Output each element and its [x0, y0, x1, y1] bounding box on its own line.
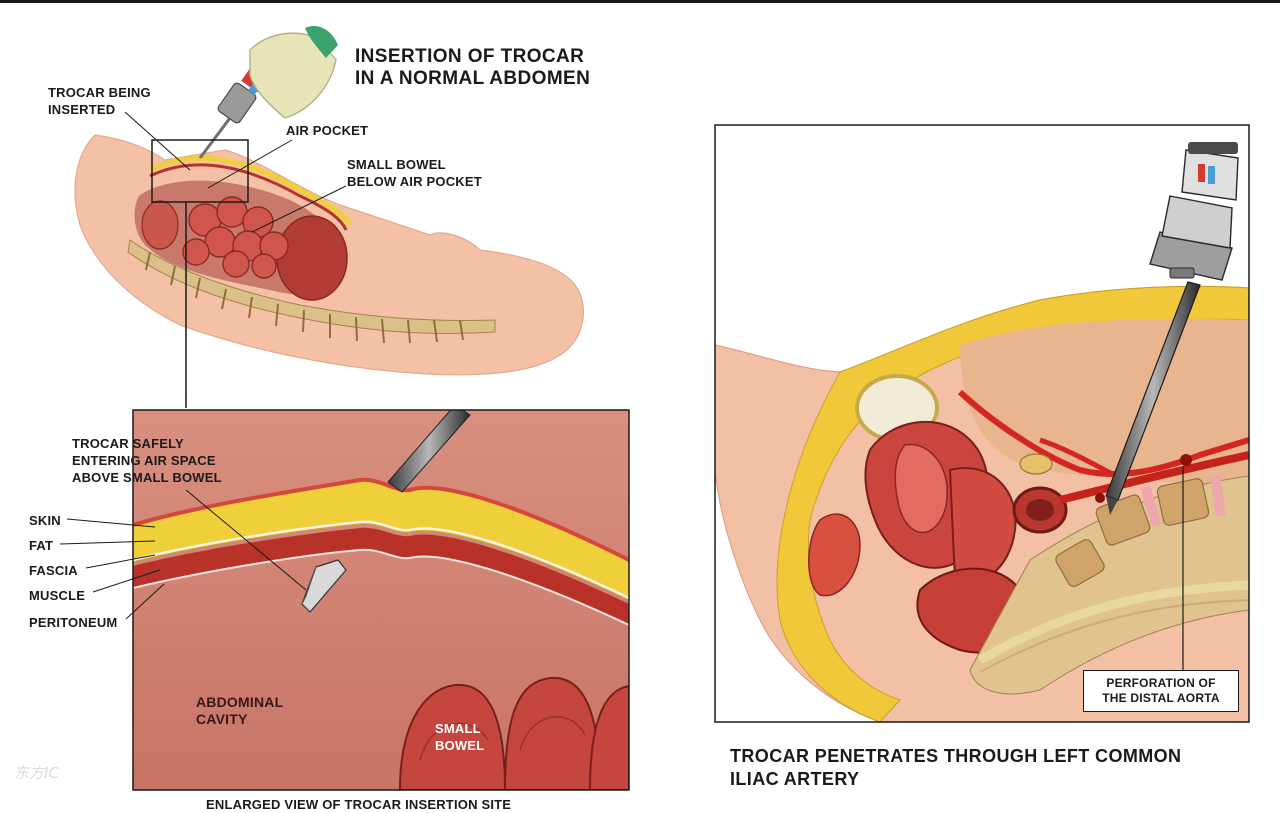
gloved-hand-trocar: [198, 25, 338, 159]
label-trocar-being-inserted: TROCAR BEING INSERTED: [48, 85, 151, 117]
layer-leader-lines: [59, 489, 307, 620]
label-small-bowel-below: SMALL BOWEL BELOW AIR POCKET: [347, 157, 482, 189]
body-cross-section: [74, 134, 584, 376]
label-perforation-distal-aorta: PERFORATION OF THE DISTAL AORTA: [1102, 676, 1220, 705]
main-title: INSERTION OF TROCAR IN A NORMAL ABDOMEN: [355, 46, 591, 89]
label-fat: FAT: [29, 538, 54, 553]
right-panel-frame: [714, 124, 1250, 723]
top-leader-lines: [124, 111, 347, 233]
watermark-logo: 东方IC: [14, 764, 59, 782]
zoom-box: [151, 139, 249, 203]
right-trocar: [1105, 142, 1239, 515]
label-small-bowel: SMALL BOWEL: [435, 721, 485, 753]
enlarged-view: [133, 410, 629, 790]
right-cross-section: [715, 125, 1249, 722]
right-panel-caption: TROCAR PENETRATES THROUGH LEFT COMMON IL…: [730, 746, 1182, 789]
label-peritoneum: PERITONEUM: [29, 615, 118, 630]
enlarged-view-frame: [132, 409, 630, 791]
label-muscle: MUSCLE: [29, 588, 86, 603]
aorta-perforation-callout: PERFORATION OF THE DISTAL AORTA: [1083, 670, 1239, 712]
label-skin: SKIN: [29, 513, 61, 528]
enlarged-view-caption: ENLARGED VIEW OF TROCAR INSERTION SITE: [206, 797, 512, 812]
label-abdominal-cavity: ABDOMINAL CAVITY: [196, 694, 284, 727]
label-air-pocket: AIR POCKET: [286, 123, 369, 138]
label-trocar-safely-entering: TROCAR SAFELY ENTERING AIR SPACE ABOVE S…: [72, 436, 222, 485]
top-border-line: [0, 0, 1280, 3]
label-fascia: FASCIA: [29, 563, 78, 578]
